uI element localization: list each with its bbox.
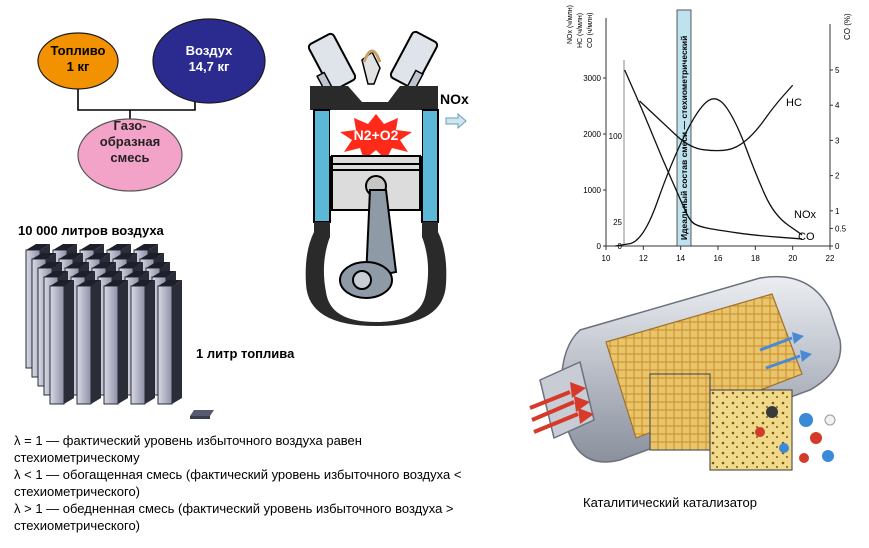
nox-tick-label: 3000 (583, 74, 601, 83)
molecule (779, 443, 789, 453)
co-tick-label: 3 (835, 136, 840, 145)
cylinder-head (310, 86, 438, 110)
lambda-definitions: λ = 1 — фактический уровень избыточного … (14, 432, 484, 534)
molecule (810, 432, 822, 444)
lambda-lean: λ > 1 — обедненная смесь (фактический ур… (14, 501, 454, 533)
gas-bubble (77, 118, 183, 192)
fuel-volume-block (190, 410, 214, 419)
nox-axis-title: NOx (ч/млн) (567, 5, 574, 44)
series-label-nox: NOx (794, 209, 817, 221)
co-tick-label: 5 (835, 66, 840, 75)
co-tick-label: 1 (835, 207, 840, 216)
air-column (103, 280, 128, 405)
air-column (49, 280, 74, 405)
fuel-bubble (37, 32, 119, 90)
co-tick-label: 0 (835, 242, 840, 251)
zoom-inset-cells (649, 373, 711, 451)
series-label-hc: HC (786, 97, 802, 109)
hc-tick-label: 0 (618, 242, 623, 251)
air-column (157, 280, 182, 405)
engine-diagram: N2+O2 NOx (305, 30, 469, 326)
molecule (799, 413, 813, 427)
molecule (766, 406, 778, 418)
series-nox (615, 98, 803, 247)
co-tick-label: 2 (835, 172, 840, 181)
hc-axis-title: НС (ч/млн) (577, 13, 584, 48)
combustion-burst (340, 114, 412, 160)
nox-tick-label: 2000 (583, 130, 601, 139)
lambda-equal: λ = 1 — фактический уровень избыточного … (14, 433, 362, 465)
x-tick-label: 20 (788, 254, 797, 263)
cylinder-wall-left (313, 109, 331, 223)
reaction-label: N2+O2 (354, 127, 399, 143)
stoich-band (676, 9, 692, 247)
x-tick-label: 12 (639, 254, 648, 263)
spark-plug (361, 50, 381, 85)
hc-tick-label: 100 (609, 132, 623, 141)
connecting-rod (364, 189, 398, 280)
series-co (624, 69, 803, 240)
x-tick-label: 10 (602, 254, 611, 263)
air-volume-label: 10 000 литров воздуха (18, 223, 164, 238)
x-tick-label: 18 (751, 254, 760, 263)
air-column (130, 280, 155, 405)
exhaust-arrow (445, 112, 467, 130)
molecule (799, 453, 809, 463)
air-column (76, 280, 101, 405)
catalyst-caption: Каталитический катализатор (583, 495, 757, 510)
nox-tick-label: 1000 (583, 186, 601, 195)
x-tick-label: 22 (826, 254, 835, 263)
crankcase (305, 222, 447, 326)
series-hc (639, 84, 794, 152)
lambda-rich: λ < 1 — обогащенная смесь (фактический у… (14, 467, 462, 499)
x-tick-label: 14 (676, 254, 685, 263)
exhaust-label: NOx (440, 91, 469, 107)
cylinder-wall-right (421, 109, 439, 223)
nox-tick-label: 0 (597, 242, 602, 251)
x-tick-label: 16 (714, 254, 723, 263)
hc-tick-label: 25 (613, 218, 622, 227)
co-percent-axis-title: CO (%) (843, 13, 852, 40)
air-volume-blocks (25, 244, 182, 405)
molecule (822, 450, 834, 462)
co-tick-label: 0.5 (835, 224, 847, 233)
air-bubble (152, 18, 266, 104)
fuel-volume-label: 1 литр топлива (196, 346, 295, 361)
zoom-inset-coating (709, 389, 793, 471)
molecule (755, 427, 765, 437)
catalytic-converter-illustration (529, 275, 842, 471)
co-axis-title: CO (ч/млн) (587, 13, 594, 48)
molecule (824, 414, 836, 426)
co-tick-label: 4 (835, 101, 840, 110)
series-label-co: CO (798, 231, 815, 243)
